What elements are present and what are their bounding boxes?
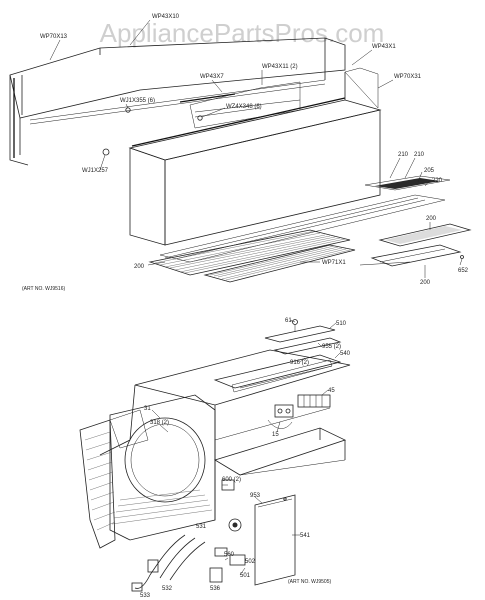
callout: 220 [432, 178, 443, 184]
callout: 955 (2) [322, 344, 341, 350]
side-panel [79, 409, 149, 549]
callout: 531 [196, 524, 207, 530]
callout: 501 [240, 573, 251, 579]
callout: 540 [340, 351, 351, 357]
callout: 31 [144, 406, 151, 412]
upper-leaders [49, 19, 463, 278]
callout: WP71X1 [322, 260, 346, 266]
lower-assembly: 61 510 955 (2) 916 (2) 540 31 318 (2) 45… [79, 318, 351, 599]
callout: 536 [210, 586, 221, 592]
watermark: AppliancePartsPros.com [100, 18, 385, 48]
callout: 61 [285, 318, 292, 324]
callout: 652 [458, 268, 469, 274]
cover-plate [213, 319, 342, 393]
callout: WP43X1 [372, 44, 396, 50]
terminal-block [267, 394, 331, 429]
callout: 210 [414, 152, 425, 158]
callout: WP70X31 [394, 74, 422, 80]
callout: 600 (2) [222, 477, 241, 483]
control-panel [254, 494, 296, 586]
callout: WZ4X348 (6) [226, 104, 262, 110]
upper-assembly: WP43X10 WP70X13 WP43X1 WP70X31 WP43X7 WP… [9, 14, 472, 292]
callout: 200 [420, 280, 431, 286]
callout: WP43X7 [200, 74, 224, 80]
chassis [99, 349, 351, 520]
fan-shroud [109, 394, 216, 541]
callout: 200 [134, 264, 145, 270]
front-panel [128, 67, 382, 246]
callout: WJ1X355 (6) [120, 98, 155, 104]
callout: 533 [140, 593, 151, 599]
art-number: (ART NO. WJ9516) [22, 286, 65, 292]
callout: 560 [224, 552, 235, 558]
callout: 205 [424, 168, 435, 174]
upper-callouts: WP43X10 WP70X13 WP43X1 WP70X31 WP43X7 WP… [40, 14, 469, 286]
callout: 953 [250, 493, 261, 499]
side-brackets [359, 223, 472, 267]
callout: WJ1X257 [82, 168, 109, 174]
bottom-grille [148, 229, 351, 276]
lower-callouts: 61 510 955 (2) 916 (2) 540 31 318 (2) 45… [140, 318, 351, 599]
callout: 916 (2) [290, 360, 309, 366]
callout: 200 [426, 216, 437, 222]
callout: 210 [398, 152, 409, 158]
callout: 510 [336, 321, 347, 327]
callout: WP43X10 [152, 14, 180, 20]
callout: WP43X11 (2) [262, 64, 298, 70]
power-cord [131, 534, 206, 592]
art-number: (ART NO. WJ9505) [288, 579, 331, 585]
filter-panels [159, 175, 451, 263]
controls [147, 479, 246, 583]
callout: 541 [300, 533, 311, 539]
louver-grille [203, 244, 356, 283]
wall-sleeve [9, 37, 346, 166]
callout: 45 [328, 388, 335, 394]
callout: 502 [245, 559, 256, 565]
lower-leaders [151, 319, 341, 576]
callout: WP70X13 [40, 34, 68, 40]
callout: 532 [162, 586, 173, 592]
callout: 318 (2) [150, 420, 169, 426]
callout: 15 [272, 432, 279, 438]
